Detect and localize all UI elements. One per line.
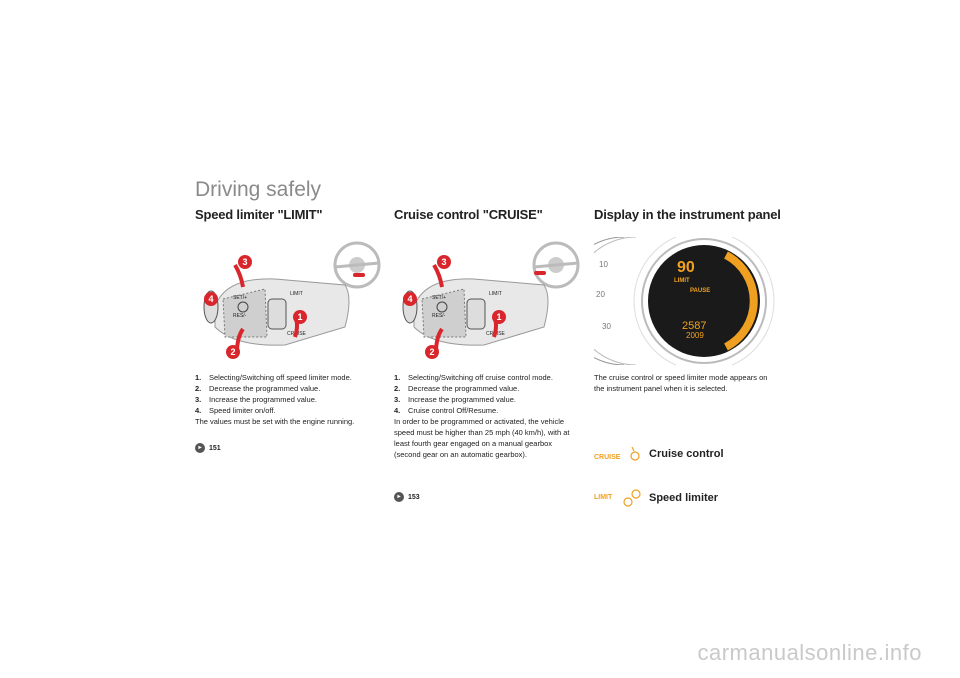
svg-text:20: 20 — [596, 290, 605, 299]
cruise-control-section: Cruise control "CRUISE" SET/+ RES/- LIMI… — [394, 207, 584, 502]
limit-position-label: LIMIT — [489, 291, 502, 297]
cruise-note: In order to be programmed or activated, … — [394, 417, 570, 459]
list-item: 3.Increase the programmed value. — [394, 395, 516, 404]
callout-3: 3 — [242, 257, 247, 267]
cruise-steps-list: 1.Selecting/Switching off cruise control… — [394, 372, 589, 416]
callout-2: 2 — [429, 347, 434, 357]
book-reference-icon: ▸ — [394, 492, 404, 502]
speed-limiter-label: Speed limiter — [649, 492, 719, 504]
watermark: carmanualsonline.info — [697, 640, 922, 665]
svg-text:LIMIT: LIMIT — [594, 494, 613, 501]
instrument-panel-illustration: 10 20 30 90 LIMIT PAUSE 2587 2009 — [594, 237, 779, 365]
cruise-stalk-illustration: SET/+ RES/- LIMIT CRUISE 3 4 1 2 — [394, 237, 584, 365]
cruise-legend-row: CRUISE Cruise control — [594, 445, 724, 463]
svg-text:10: 10 — [599, 260, 608, 269]
callout-4: 4 — [407, 294, 412, 304]
set-plus-label: SET/+ — [432, 295, 446, 301]
panel-odometer: 2587 — [682, 320, 706, 332]
page-title: Driving safely — [195, 178, 322, 201]
speed-limiter-heading: Speed limiter "LIMIT" — [195, 207, 323, 222]
list-item: 2.Decrease the programmed value. — [195, 384, 321, 393]
limiter-stalk-illustration: SET/+ RES/- LIMIT CRUISE 3 4 1 2 — [195, 237, 385, 365]
page-reference-link[interactable]: ▸ 151 — [195, 443, 221, 453]
speed-limiter-section: Speed limiter "LIMIT" SET/+ RES/- LIMIT … — [195, 207, 385, 453]
limiter-note: The values must be set with the engine r… — [195, 417, 355, 426]
callout-1: 1 — [297, 312, 302, 322]
speed-limiter-icon: LIMIT — [594, 489, 641, 507]
list-item: 1.Selecting/Switching off cruise control… — [394, 373, 553, 382]
display-section: Display in the instrument panel 10 20 30… — [594, 207, 784, 507]
res-minus-label: RES/- — [233, 313, 247, 319]
svg-text:CRUISE: CRUISE — [594, 454, 621, 461]
limit-position-label: LIMIT — [290, 291, 303, 297]
panel-pause-text: PAUSE — [690, 288, 710, 294]
callout-1: 1 — [496, 312, 501, 322]
set-plus-label: SET/+ — [233, 295, 247, 301]
panel-limit-text: LIMIT — [674, 278, 690, 284]
panel-speed-readout: 90 — [677, 259, 695, 276]
callout-2: 2 — [230, 347, 235, 357]
cruise-control-icon: CRUISE — [594, 446, 640, 461]
list-item: 4.Cruise control Off/Resume. — [394, 406, 499, 415]
list-item: 2.Decrease the programmed value. — [394, 384, 520, 393]
callout-4: 4 — [208, 294, 213, 304]
page-reference-link[interactable]: ▸ 153 — [394, 492, 420, 502]
list-item: 4.Speed limiter on/off. — [195, 406, 276, 415]
res-minus-label: RES/- — [432, 313, 446, 319]
cruise-control-label: Cruise control — [649, 448, 724, 460]
svg-text:30: 30 — [602, 322, 611, 331]
display-description: The cruise control or speed limiter mode… — [594, 373, 768, 393]
display-heading: Display in the instrument panel — [594, 207, 781, 222]
cruise-control-heading: Cruise control "CRUISE" — [394, 207, 543, 222]
limiter-legend-row: LIMIT Speed limiter — [594, 489, 718, 507]
list-item: 1.Selecting/Switching off speed limiter … — [195, 373, 352, 382]
limiter-steps-list: 1.Selecting/Switching off speed limiter … — [195, 372, 390, 427]
book-reference-icon: ▸ — [195, 443, 205, 453]
callout-3: 3 — [441, 257, 446, 267]
list-item: 3.Increase the programmed value. — [195, 395, 317, 404]
panel-trip: 2009 — [686, 331, 704, 340]
